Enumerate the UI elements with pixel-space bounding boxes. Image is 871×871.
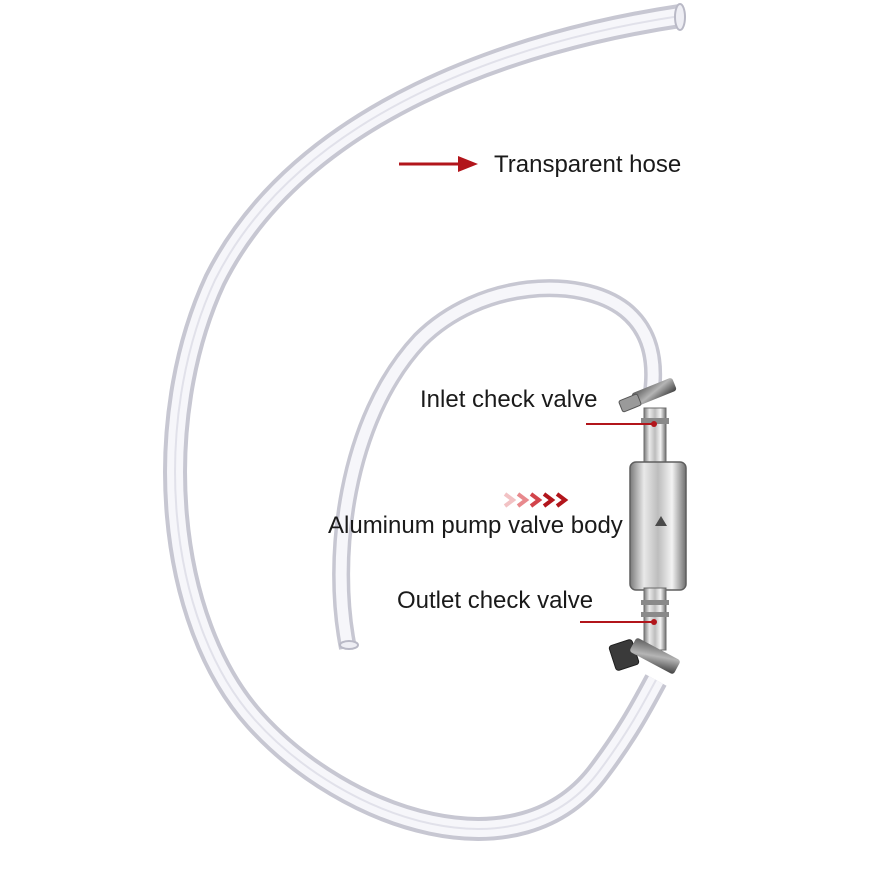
outlet-fitting-ring [641, 612, 669, 617]
outlet-check-valve-label: Outlet check valve [397, 587, 594, 614]
hose-open-end [339, 640, 359, 650]
transparent-hose-label: Transparent hose [494, 151, 682, 178]
inlet-leader-line [586, 421, 657, 427]
hose-open-end [674, 3, 686, 31]
chevron-arrows-icon [503, 492, 569, 508]
outlet-fitting-ring [641, 600, 669, 605]
outer-hose [163, 3, 686, 841]
aluminum-pump-valve-body-label: Aluminum pump valve body [328, 512, 623, 539]
inlet-check-valve [643, 407, 667, 467]
inlet-hose-clamp [618, 378, 677, 413]
pump-assembly [608, 378, 687, 674]
hose-arrow [399, 156, 478, 172]
inlet-fitting-ring [641, 418, 669, 424]
inner-hose [332, 279, 663, 650]
inlet-check-valve-label: Inlet check valve [420, 386, 598, 413]
callouts [399, 156, 657, 625]
outlet-leader-line [580, 619, 657, 625]
outlet-check-valve [643, 587, 667, 651]
outlet-hose-clamp [608, 638, 680, 674]
flow-direction-arrow-icon [655, 516, 667, 526]
